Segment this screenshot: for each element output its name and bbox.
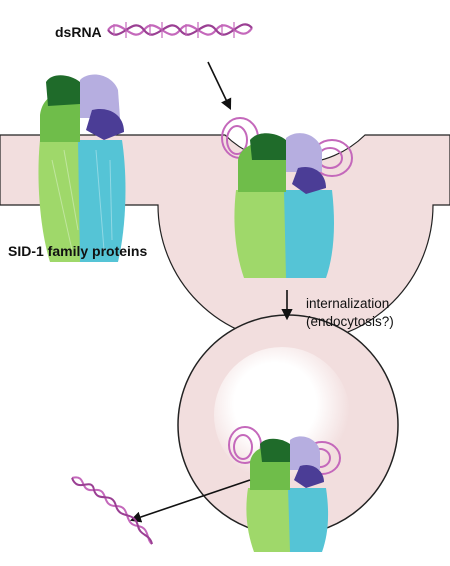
sid1-protein-left bbox=[38, 74, 126, 262]
internalization-label: internalization bbox=[306, 296, 390, 311]
binding-arrow bbox=[207, 61, 232, 111]
endocytosis-label: (endocytosis?) bbox=[306, 314, 394, 329]
sid1-protein-vesicle bbox=[246, 436, 329, 552]
dsrna-helix-top bbox=[107, 22, 253, 38]
dsrna-helix-released bbox=[71, 476, 153, 545]
sid1-family-label: SID-1 family proteins bbox=[8, 243, 148, 259]
sid1-protein-middle bbox=[234, 133, 334, 278]
release-arrow bbox=[129, 479, 251, 523]
dsrna-label: dsRNA bbox=[55, 24, 102, 40]
